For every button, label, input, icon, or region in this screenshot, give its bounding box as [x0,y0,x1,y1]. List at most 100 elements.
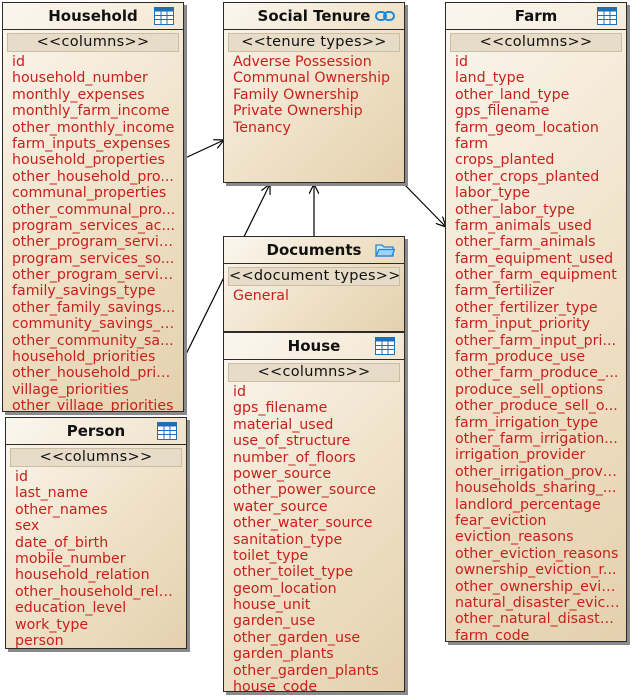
field-item: other_names [15,501,108,518]
farm-header: Farm [446,3,626,30]
house-title: House [287,337,341,355]
field-item: other_village_priorities [12,398,174,412]
field-item: farm [455,135,489,152]
field-item: person [15,632,64,649]
field-item: monthly_expenses [12,86,145,103]
documents-entity[interactable]: Documents <<document types>> General [223,236,405,332]
field-item: other_household_pro... [12,168,174,185]
field-item: id [455,54,468,70]
field-item: other_monthly_income [12,119,175,136]
field-item: program_services_so... [12,250,175,267]
field-item: house_code [233,679,318,692]
household-title: Household [48,7,138,25]
field-item: other_ownership_evic... [455,578,623,595]
field-item: eviction_reasons [455,529,574,546]
field-item: ownership_eviction_r... [455,562,617,579]
field-item: Communal Ownership [233,70,391,87]
field-item: farm_animals_used [455,217,592,234]
field-item: other_eviction_reasons [455,545,619,562]
field-item: farm_code [455,627,530,642]
field-item: garden_plants [233,646,334,663]
field-item: crops_planted [455,152,555,169]
field-item: Tenancy [233,119,291,136]
field-item: other_power_source [233,482,376,499]
field-item: Adverse Possession [233,54,372,70]
field-item: water_source [233,498,328,515]
field-item: house_unit [233,597,311,614]
field-item: other_farm_irrigation... [455,430,618,447]
person-stereotype: <<columns>> [10,448,182,467]
social-tenure-entity[interactable]: Social Tenure <<tenure types>> Adverse P… [223,2,405,183]
field-item: other_natural_disaste... [455,611,622,628]
field-item: work_type [15,616,89,633]
social-tenure-header: Social Tenure [224,3,404,30]
field-item: material_used [233,416,334,433]
table-icon [375,337,395,355]
table-icon [154,7,174,25]
field-item: gps_filename [233,400,328,417]
field-item: General [233,288,289,304]
house-stereotype: <<columns>> [228,363,400,382]
field-item: gps_filename [455,103,550,120]
field-item: other_household_prio... [12,365,179,382]
field-item: garden_use [233,613,316,630]
field-item: mobile_number [15,550,126,567]
household-header: Household [3,3,183,30]
field-item: other_labor_type [455,201,575,218]
field-item: sex [15,518,40,535]
field-item: other_farm_produce_... [455,365,619,382]
field-item: communal_properties [12,185,167,202]
field-item: other_farm_equipment [455,267,617,284]
field-item: other_land_type [455,86,570,103]
field-item: irrigation_provider [455,447,586,464]
documents-header: Documents [224,237,404,264]
field-item: other_garden_use [233,629,361,646]
field-item: labor_type [455,185,530,202]
field-item: Family Ownership [233,86,359,103]
field-item: village_priorities [12,381,129,398]
person-title: Person [66,422,126,440]
field-item: fear_eviction [455,512,547,529]
field-item: family_savings_type [12,283,156,300]
field-item: other_household_rela... [15,583,181,600]
documents-title: Documents [266,241,362,259]
field-item: other_crops_planted [455,168,600,185]
field-item: other_irrigation_provi... [455,463,621,480]
field-item: natural_disaster_evict... [455,594,625,611]
field-item: other_farm_input_pri... [455,332,616,349]
field-item: other_fertilizer_type [455,299,598,316]
field-item: other_produce_sell_o... [455,398,618,415]
field-item: other_toilet_type [233,564,354,581]
field-item: produce_sell_options [455,381,604,398]
field-item: farm_equipment_used [455,250,614,267]
field-item: other_program_servic... [12,234,181,251]
field-item: sanitation_type [233,531,343,548]
field-item: other_program_servic... [12,267,181,284]
field-item: household_properties [12,152,165,169]
field-item: last_name [15,485,88,502]
field-item: household_relation [15,567,150,584]
field-item: number_of_floors [233,449,356,466]
field-item: program_services_ac... [12,217,175,234]
link-household-social-tenure [182,140,224,160]
field-item: id [12,54,25,70]
field-item: power_source [233,465,332,482]
field-item: geom_location [233,580,337,597]
field-item: household_priorities [12,349,156,366]
documents-stereotype: <<document types>> [228,267,400,286]
folder-icon [374,241,396,259]
field-item: other_family_savings... [12,299,176,316]
field-item: use_of_structure [233,433,351,450]
farm-stereotype: <<columns>> [450,33,622,52]
field-item: id [233,384,246,400]
field-item: household_number [12,70,148,87]
social-tenure-stereotype: <<tenure types>> [228,33,400,52]
